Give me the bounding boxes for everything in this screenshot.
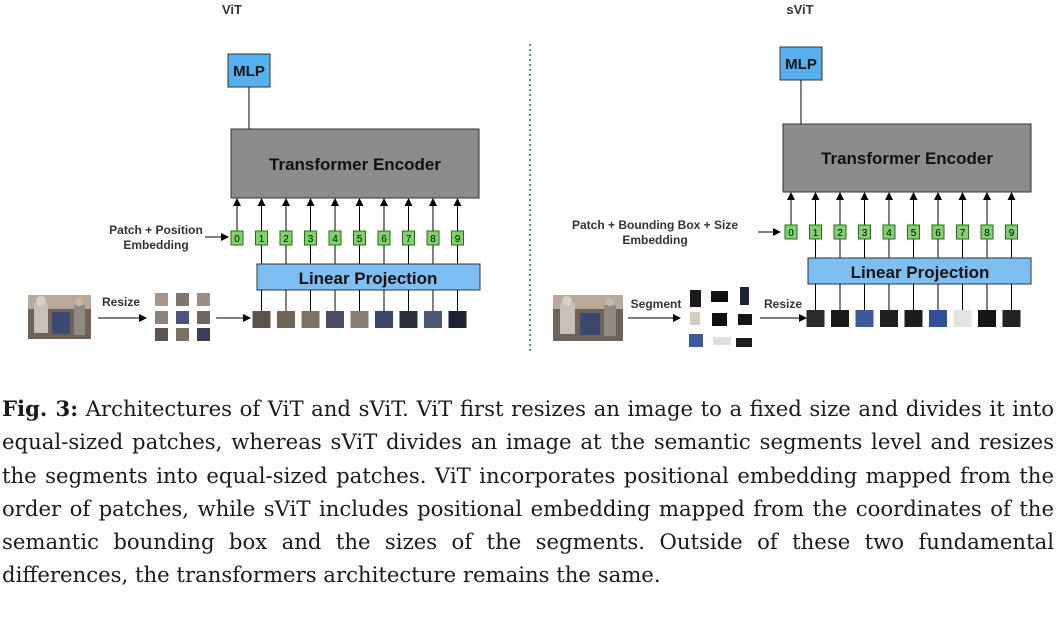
svit-token-box-9 xyxy=(1005,224,1018,240)
vit-patch-6 xyxy=(375,311,393,328)
vit-embedding-label-1: Patch + Position xyxy=(109,223,203,237)
svit-token-label-5: 5 xyxy=(911,228,917,239)
architecture-figure: ViT MLP Transformer Encoder 0 1 2 3 4 5 6 7 8 9 L… xyxy=(28,2,1032,354)
svit-mlp-box xyxy=(779,46,823,81)
vit-panel: ViT MLP Transformer Encoder 0 1 2 3 4 5 6 7 8 9 L… xyxy=(28,2,481,341)
vit-patch-1 xyxy=(252,311,271,328)
vit-token-box-1 xyxy=(255,230,268,246)
svit-token-box-4 xyxy=(882,224,896,240)
vit-token-box-3 xyxy=(304,230,317,246)
svit-patch-3 xyxy=(855,310,874,327)
vit-patch-4 xyxy=(326,311,344,328)
vit-token-arrows xyxy=(233,198,462,264)
vit-patch-to-projection-lines xyxy=(261,290,458,311)
svit-patch-8 xyxy=(978,310,996,327)
svit-transformer-encoder-label: Transformer Encoder xyxy=(821,149,993,168)
vit-input-image xyxy=(28,295,91,339)
svit-patch-to-projection-lines xyxy=(815,284,1012,310)
vit-linear-projection-label: Linear Projection xyxy=(299,269,438,288)
svit-patch-1 xyxy=(806,310,825,327)
vit-token-label-9: 9 xyxy=(455,234,461,245)
vit-title: ViT xyxy=(222,2,242,17)
svit-token-box-2 xyxy=(833,224,847,240)
vit-patch-3 xyxy=(301,311,320,328)
svit-token-label-8: 8 xyxy=(984,228,990,239)
svit-linear-projection-label: Linear Projection xyxy=(851,263,990,282)
svit-token-box-7 xyxy=(956,224,969,240)
svit-token-label-7: 7 xyxy=(960,228,966,239)
svit-token-box-6 xyxy=(931,224,945,240)
vit-token-label-7: 7 xyxy=(406,234,412,245)
svit-token-box-8 xyxy=(980,224,994,240)
svit-token-label-0: 0 xyxy=(788,228,794,239)
svit-patch-5 xyxy=(904,310,923,327)
caption-label: Fig. 3: xyxy=(2,396,79,421)
vit-resize-label: Resize xyxy=(102,295,140,309)
vit-token-label-3: 3 xyxy=(308,234,314,245)
svit-token-box-5 xyxy=(907,224,920,240)
svit-resize-label: Resize xyxy=(764,297,802,311)
vit-token-label-8: 8 xyxy=(430,234,436,245)
svit-token-box-0 xyxy=(784,224,798,240)
vit-token-label-6: 6 xyxy=(381,234,387,245)
svit-patch-4 xyxy=(880,310,898,327)
vit-token-box-8 xyxy=(426,230,440,246)
svit-patch-7 xyxy=(953,310,972,327)
vit-resized-grid xyxy=(155,293,210,341)
vit-mlp-label: MLP xyxy=(233,63,265,80)
svit-embedding-label-1: Patch + Bounding Box + Size xyxy=(572,218,738,232)
vit-patch-7 xyxy=(399,311,418,328)
svit-title: sViT xyxy=(786,2,813,17)
svit-bbox-tokens: 0 1 2 3 4 5 6 7 8 9 xyxy=(784,224,1018,240)
svit-linear-projection-box xyxy=(807,257,1032,285)
vit-patch-sequence xyxy=(252,311,467,328)
svit-patch-6 xyxy=(929,310,947,327)
figure-caption: Fig. 3: Architectures of ViT and sViT. V… xyxy=(2,392,1054,592)
vit-embedding-label-2: Embedding xyxy=(123,238,188,252)
svit-token-label-4: 4 xyxy=(886,228,892,239)
svit-token-box-3 xyxy=(858,224,871,240)
svit-patch-2 xyxy=(831,310,849,327)
vit-token-box-5 xyxy=(353,230,366,246)
vit-token-box-6 xyxy=(377,230,391,246)
svit-token-label-1: 1 xyxy=(813,228,819,239)
svit-segments xyxy=(689,287,752,347)
caption-text: Architectures of ViT and sViT. ViT first… xyxy=(2,396,1054,588)
vit-position-tokens: 0 1 2 3 4 5 6 7 8 9 xyxy=(230,230,464,246)
svit-token-arrows xyxy=(787,192,1016,258)
vit-patch-5 xyxy=(350,311,369,328)
vit-token-box-0 xyxy=(230,230,244,246)
svit-token-label-6: 6 xyxy=(935,228,941,239)
svit-embedding-label-2: Embedding xyxy=(622,233,687,247)
vit-linear-projection-box xyxy=(256,263,481,291)
vit-token-label-0: 0 xyxy=(234,234,240,245)
svit-patch-9 xyxy=(1002,310,1021,327)
vit-token-box-4 xyxy=(328,230,342,246)
vit-token-label-2: 2 xyxy=(283,234,289,245)
vit-transformer-encoder-box xyxy=(230,128,480,199)
svit-token-label-2: 2 xyxy=(837,228,843,239)
vit-transformer-encoder-label: Transformer Encoder xyxy=(269,155,441,174)
vit-token-box-7 xyxy=(402,230,415,246)
svit-segment-label: Segment xyxy=(631,297,682,311)
svit-patch-sequence xyxy=(806,310,1021,327)
svit-token-box-1 xyxy=(809,224,822,240)
svit-transformer-encoder-box xyxy=(782,123,1032,193)
vit-token-label-4: 4 xyxy=(332,234,338,245)
svit-mlp-label: MLP xyxy=(785,56,817,73)
vit-token-box-9 xyxy=(451,230,464,246)
vit-token-box-2 xyxy=(279,230,293,246)
vit-patch-9 xyxy=(448,311,467,328)
vit-patch-2 xyxy=(277,311,295,328)
svit-input-image xyxy=(553,295,623,341)
vit-token-label-1: 1 xyxy=(259,234,265,245)
svit-token-label-3: 3 xyxy=(862,228,868,239)
vit-token-label-5: 5 xyxy=(357,234,363,245)
vit-patch-8 xyxy=(424,311,442,328)
vit-mlp-box xyxy=(227,53,271,88)
svit-token-label-9: 9 xyxy=(1009,228,1015,239)
